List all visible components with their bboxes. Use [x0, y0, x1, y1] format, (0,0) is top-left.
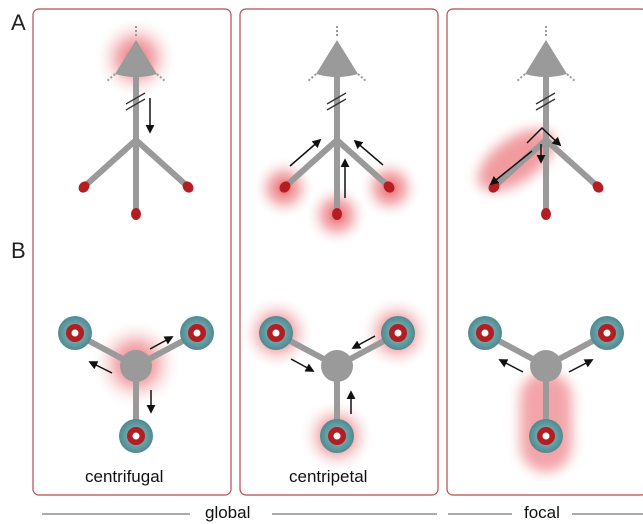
panel-frame-1	[32, 8, 232, 496]
terminal	[119, 419, 153, 453]
row-label-b: B	[11, 238, 26, 263]
arrow	[353, 139, 384, 166]
panel-frame-3	[446, 8, 643, 496]
row-label-a: A	[11, 10, 26, 35]
panel-3-star	[468, 316, 624, 472]
arrow	[498, 359, 524, 373]
arrow	[568, 359, 594, 373]
arrow	[289, 138, 322, 167]
arrow	[351, 335, 376, 349]
branch-glow	[477, 128, 555, 192]
arrow	[526, 126, 562, 147]
terminal	[58, 316, 92, 350]
panel-caption-2: centripetal	[289, 467, 368, 486]
panel-1-neuron	[78, 16, 194, 220]
panel-caption-1: centrifugal	[85, 467, 164, 486]
bead	[78, 181, 90, 193]
soma-cone	[115, 40, 157, 77]
arrow	[88, 361, 113, 374]
hub	[120, 350, 152, 382]
bead	[182, 181, 194, 193]
panel-frame-2	[239, 8, 439, 496]
panel-3-neuron	[477, 26, 604, 220]
panel-1-star	[58, 316, 214, 453]
axon-break	[125, 92, 146, 111]
arrow	[489, 150, 533, 186]
panel-2-star	[239, 295, 435, 474]
group-label-focal: focal	[524, 503, 560, 522]
terminal	[180, 316, 214, 350]
arrow	[149, 336, 174, 350]
arrow	[290, 358, 315, 372]
bead	[131, 208, 141, 220]
panel-2-neuron	[252, 26, 422, 247]
group-label-global: global	[205, 503, 251, 522]
